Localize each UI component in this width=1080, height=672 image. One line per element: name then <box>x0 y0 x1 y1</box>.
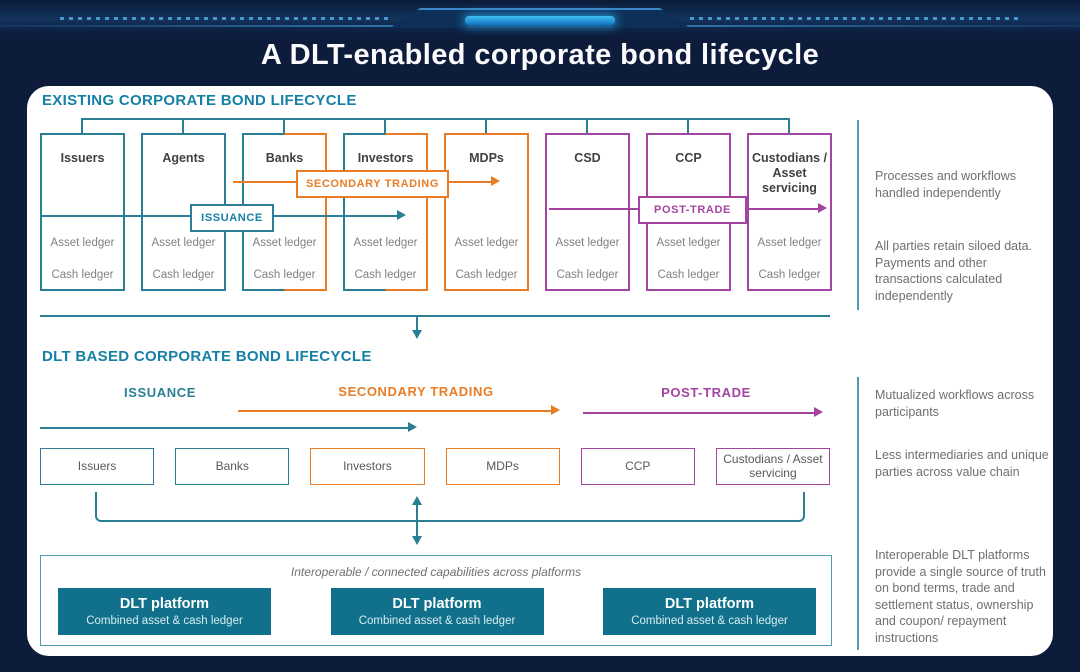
cash-ledger-label: Cash ledger <box>758 269 821 281</box>
dlt-box-ccp: CCP <box>580 448 695 485</box>
up-arrowhead <box>412 496 422 505</box>
dlt-post-trade-arrowhead <box>814 407 823 417</box>
participant-box-agents: Agents Asset ledger Cash ledger <box>141 133 226 291</box>
asset-ledger-label: Asset ledger <box>252 237 317 249</box>
existing-section-heading: EXISTING CORPORATE BOND LIFECYCLE <box>42 92 357 109</box>
dlt-box-mdps: MDPs <box>445 448 560 485</box>
tech-header-band <box>0 0 1080 34</box>
participant-box-investors: Investors Asset ledger Cash ledger <box>343 133 428 291</box>
post-trade-tag: POST-TRADE <box>638 196 747 224</box>
dlt-section-heading: DLT BASED CORPORATE BOND LIFECYCLE <box>42 348 372 365</box>
cash-ledger-label: Cash ledger <box>354 269 417 281</box>
top-connector-line <box>82 118 790 120</box>
platform-subtitle: Combined asset & cash ledger <box>86 615 243 627</box>
connector-stub <box>485 118 487 134</box>
dlt-platform-box: DLT platform Combined asset & cash ledge… <box>603 588 816 635</box>
dlt-box-banks: Banks <box>175 448 290 485</box>
dlt-phase-secondary-trading: SECONDARY TRADING <box>338 384 494 399</box>
cash-ledger-label: Cash ledger <box>152 269 215 281</box>
connector-stub <box>182 118 184 134</box>
platform-title: DLT platform <box>392 596 482 612</box>
participant-label: Issuers <box>60 151 105 165</box>
participant-label: Banks <box>265 151 304 165</box>
dashed-circuit-right <box>690 17 1020 20</box>
dlt-issuance-arrow <box>40 427 408 429</box>
interoperable-caption: Interoperable / connected capabilities a… <box>290 565 582 579</box>
cash-ledger-label: Cash ledger <box>51 269 114 281</box>
double-arrow-stem <box>416 505 418 536</box>
participant-box-issuers: Issuers Asset ledger Cash ledger <box>40 133 125 291</box>
section-divider-line <box>40 315 830 317</box>
cash-ledger-label: Cash ledger <box>455 269 518 281</box>
connector-stub <box>788 118 790 134</box>
dlt-box-investors: Investors <box>310 448 425 485</box>
participant-label: Agents <box>162 151 205 165</box>
cash-ledger-label: Cash ledger <box>556 269 619 281</box>
notes-divider-top <box>857 120 859 310</box>
asset-ledger-label: Asset ledger <box>353 237 418 249</box>
participant-box-custodians: Custodians / Asset servicing Asset ledge… <box>747 133 832 291</box>
connector-stub <box>586 118 588 134</box>
participant-label: CSD <box>574 151 601 165</box>
note-processes: Processes and workflows handled independ… <box>875 169 1017 200</box>
dlt-secondary-trading-arrow <box>238 410 551 412</box>
dlt-phase-post-trade: POST-TRADE <box>661 385 751 400</box>
asset-ledger-label: Asset ledger <box>151 237 216 249</box>
connector-stub <box>81 118 83 134</box>
dlt-secondary-trading-arrowhead <box>551 405 560 415</box>
platforms-row: DLT platform Combined asset & cash ledge… <box>58 588 816 635</box>
down-arrow-stem <box>416 315 418 330</box>
asset-ledger-label: Asset ledger <box>555 237 620 249</box>
participant-label: MDPs <box>469 151 504 165</box>
dlt-box-custodians: Custodians / Asset servicing <box>715 448 831 485</box>
dlt-platform-box: DLT platform Combined asset & cash ledge… <box>58 588 271 635</box>
note-mutualized: Mutualized workflows across participants <box>875 388 1035 419</box>
participant-label: Investors <box>357 151 414 165</box>
asset-ledger-label: Asset ledger <box>656 237 721 249</box>
secondary-trading-arrowhead <box>491 176 500 186</box>
note-single-source: Interoperable DLT platforms provide a si… <box>875 548 1046 645</box>
participant-label: CCP <box>675 151 702 165</box>
dlt-phase-issuance: ISSUANCE <box>124 385 196 400</box>
page-title: A DLT-enabled corporate bond lifecycle <box>260 39 820 71</box>
diagram-card: EXISTING CORPORATE BOND LIFECYCLE Issuer… <box>27 86 1053 656</box>
participant-box-mdps: MDPs Asset ledger Cash ledger <box>444 133 529 291</box>
note-siloed-data: All parties retain siloed data. Payments… <box>875 239 1033 303</box>
dlt-post-trade-arrow <box>583 412 814 414</box>
dashed-circuit-left <box>60 17 390 20</box>
down-arrowhead <box>412 536 422 545</box>
dlt-box-issuers: Issuers <box>40 448 155 485</box>
interoperable-box: Interoperable / connected capabilities a… <box>40 555 832 646</box>
participant-label: Custodians / Asset servicing <box>752 151 828 195</box>
connector-stub <box>384 118 386 134</box>
platform-subtitle: Combined asset & cash ledger <box>358 615 516 627</box>
issuance-arrowhead <box>397 210 406 220</box>
asset-ledger-label: Asset ledger <box>454 237 519 249</box>
asset-ledger-label: Asset ledger <box>50 237 115 249</box>
dlt-platform-box: DLT platform Combined asset & cash ledge… <box>330 588 544 635</box>
connector-stub <box>687 118 689 134</box>
issuance-tag: ISSUANCE <box>190 204 274 232</box>
cash-ledger-label: Cash ledger <box>253 269 316 281</box>
platform-title: DLT platform <box>664 596 755 612</box>
down-arrowhead <box>412 330 422 339</box>
dlt-issuance-arrowhead <box>408 422 417 432</box>
note-less-intermediaries: Less intermediaries and unique parties a… <box>875 448 1049 479</box>
asset-ledger-label: Asset ledger <box>757 237 822 249</box>
participant-box-csd: CSD Asset ledger Cash ledger <box>545 133 630 291</box>
dlt-connector-bracket <box>95 492 805 522</box>
platform-title: DLT platform <box>119 596 210 612</box>
notes-divider-bottom <box>857 377 859 650</box>
platform-subtitle: Combined asset & cash ledger <box>631 615 788 627</box>
secondary-trading-tag: SECONDARY TRADING <box>296 170 449 198</box>
cash-ledger-label: Cash ledger <box>657 269 720 281</box>
glow-bar <box>465 16 615 25</box>
post-trade-arrowhead <box>818 203 827 213</box>
connector-stub <box>283 118 285 134</box>
dlt-participants-row: Issuers Banks Investors MDPs CCP Custodi… <box>40 448 831 485</box>
